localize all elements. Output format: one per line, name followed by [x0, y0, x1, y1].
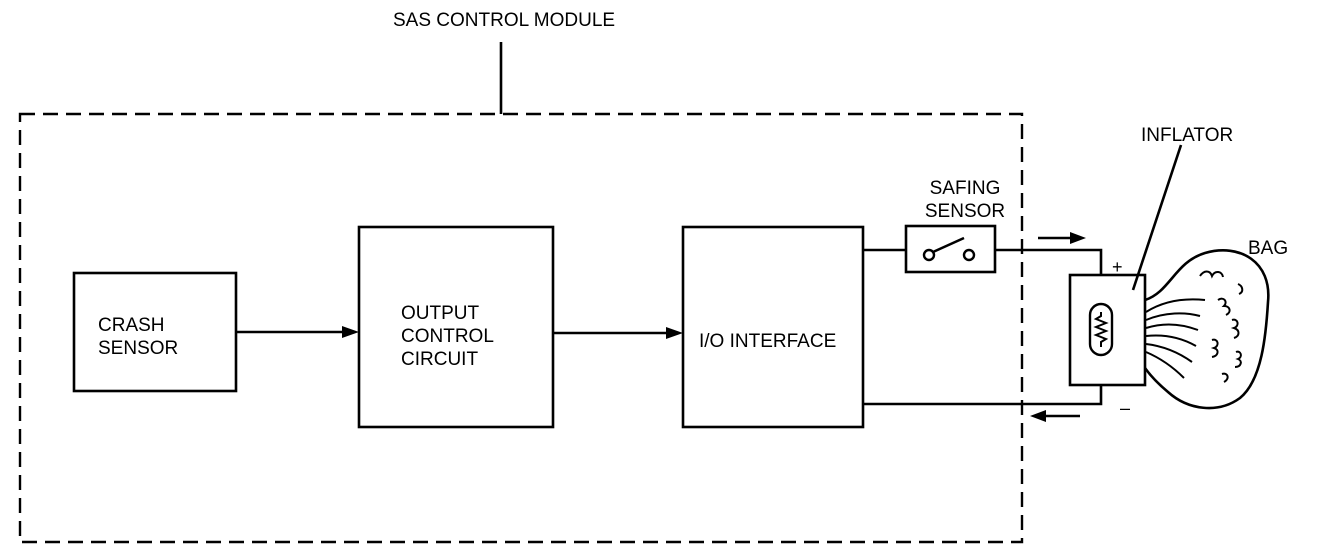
output-control-circuit-block	[357, 225, 555, 429]
safing-sensor-label-line-2: SENSOR	[924, 201, 1006, 222]
output-control-circuit-label: OUTPUT CONTROL CIRCUIT	[401, 302, 494, 371]
inflator-box	[1068, 273, 1147, 387]
gas-squiggle-2	[1217, 297, 1231, 316]
safing-sensor-label-line-1: SAFING	[929, 178, 1001, 199]
polarity-minus: –	[1120, 398, 1131, 418]
igniter-resistor	[1093, 312, 1109, 347]
gas-squiggle-6	[1221, 372, 1229, 383]
wire-negative	[863, 355, 1103, 406]
switch-contact-left	[922, 248, 936, 262]
polarity-plus: +	[1112, 257, 1123, 277]
gas-flow-line-6	[1145, 351, 1185, 379]
output-control-label-line-3: CIRCUIT	[401, 349, 479, 370]
crash-sensor-label-line-1: CRASH	[98, 315, 165, 336]
gas-flow-line-4	[1145, 334, 1197, 347]
gas-flow-line-5	[1145, 343, 1193, 363]
arrowhead-crash-to-output	[342, 326, 359, 338]
gas-flow-line-1	[1145, 298, 1206, 313]
crash-sensor-label-line-2: SENSOR	[98, 338, 179, 359]
io-interface-block	[681, 225, 865, 429]
gas-flow-line-2	[1145, 312, 1201, 321]
output-control-label-line-1: OUTPUT	[401, 303, 480, 324]
airbag-outline	[1143, 249, 1270, 410]
gas-squiggle-4	[1210, 338, 1219, 358]
current-arrow-return-head	[1030, 410, 1046, 422]
module-title: SAS CONTROL MODULE	[393, 10, 616, 31]
switch-contact-right	[962, 248, 976, 262]
inflator-label: INFLATOR	[1141, 125, 1234, 146]
safing-sensor-block	[904, 224, 997, 274]
current-arrow-out-head	[1070, 232, 1086, 244]
sas-control-module-boundary	[18, 112, 1024, 544]
gas-squiggle-5	[1234, 350, 1242, 368]
crash-sensor-label: CRASH SENSOR	[98, 314, 178, 360]
inflator-leader	[1131, 144, 1183, 291]
gas-flow-line-3	[1145, 323, 1199, 331]
bag-label: BAG	[1248, 238, 1289, 259]
gas-squiggle-3	[1230, 318, 1240, 339]
arrowhead-output-to-io	[666, 327, 683, 339]
gas-squiggle-1	[1199, 270, 1224, 279]
switch-blade	[932, 236, 965, 254]
io-interface-label: I/O INTERFACE	[699, 331, 837, 352]
gas-squiggle-7	[1237, 283, 1244, 295]
crash-sensor-block	[72, 271, 238, 393]
output-control-label-line-2: CONTROL	[401, 326, 494, 347]
safing-sensor-label: SAFING SENSOR	[910, 177, 1020, 223]
